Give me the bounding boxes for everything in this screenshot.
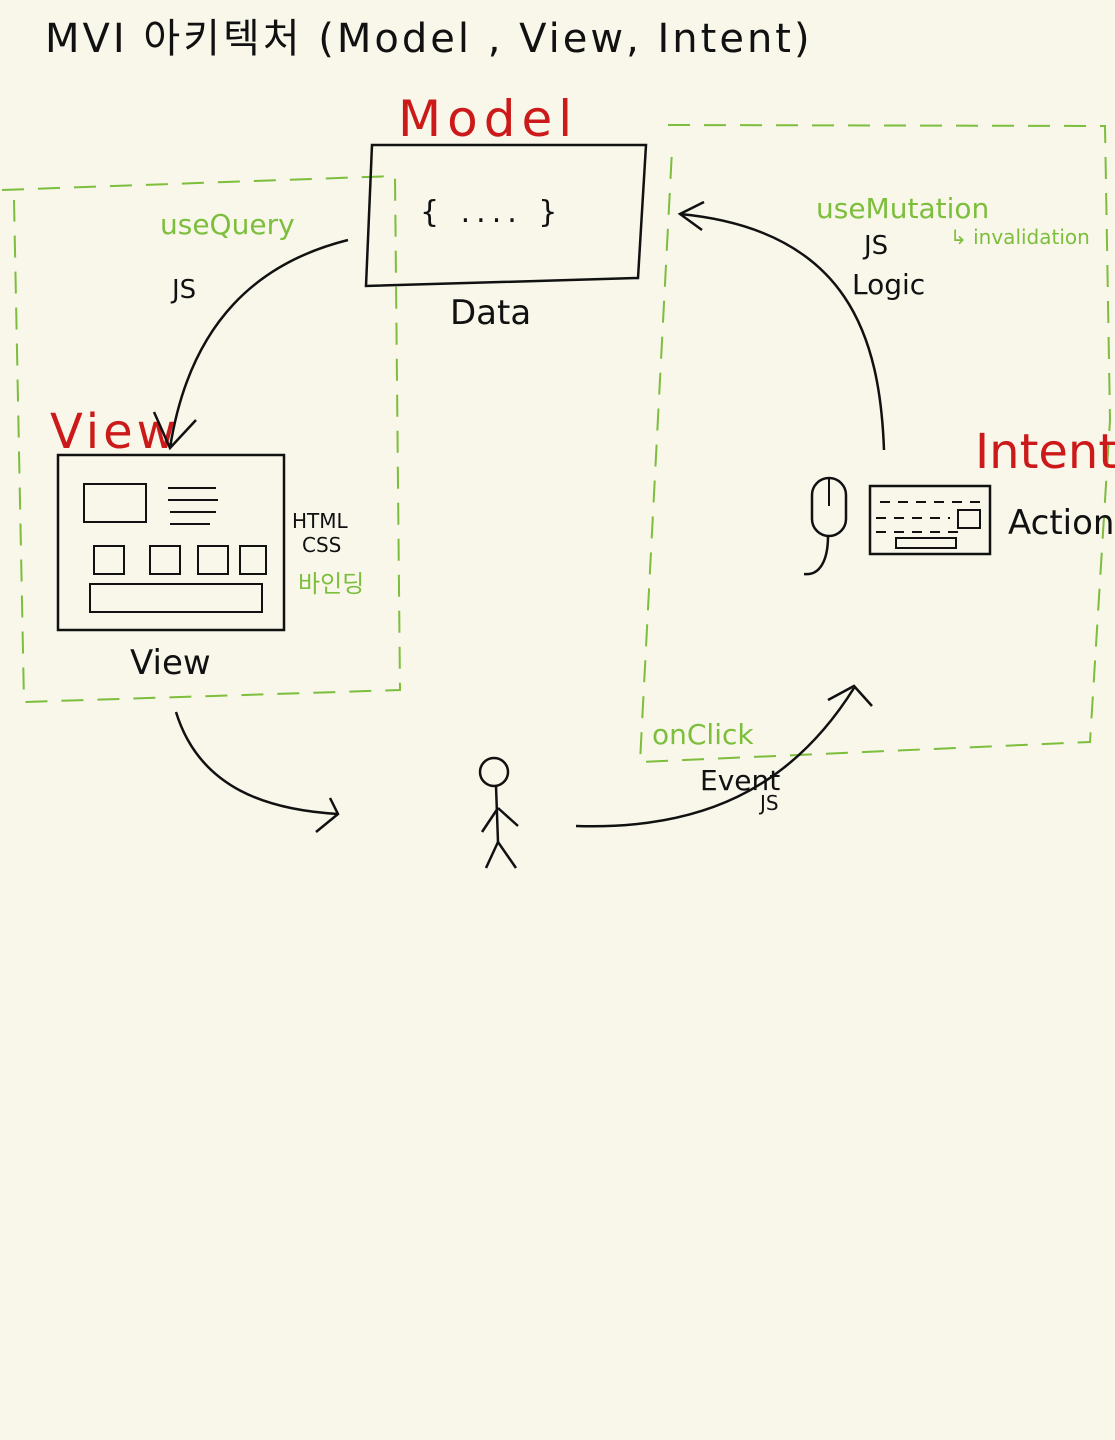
model-data-content: { .... }	[420, 195, 563, 230]
model-heading: Model	[398, 90, 578, 148]
mouse-icon	[803, 476, 848, 576]
label-event-lang: JS	[758, 791, 779, 815]
intent-form-sketch	[868, 484, 992, 556]
view-tech-binding: 바인딩	[298, 570, 364, 598]
model-data-box	[364, 143, 648, 288]
intent-action-label: Action	[1008, 503, 1114, 543]
arrow-view-to-user-head	[315, 797, 340, 833]
arrow-model-to-view	[168, 238, 349, 449]
arrow-user-to-intent-head	[827, 684, 873, 707]
arrow-intent-to-model-head	[677, 200, 705, 232]
view-region-border	[1, 174, 402, 704]
label-usemutation: useMutation	[816, 192, 989, 225]
label-mutation-lang: JS	[862, 231, 888, 261]
intent-region-border	[638, 124, 1112, 764]
view-tech-css: CSS	[302, 533, 341, 557]
user-icon	[478, 756, 519, 869]
label-event: Event	[700, 764, 780, 797]
arrow-model-to-view-head	[152, 411, 197, 451]
diagram-title: MVI 아키텍처 (Model , View, Intent)	[45, 16, 813, 62]
view-heading: View	[50, 404, 180, 460]
model-caption: Data	[450, 293, 531, 333]
arrow-view-to-user	[174, 711, 339, 816]
label-invalidation: ↳ invalidation	[950, 225, 1090, 249]
label-query-lang: JS	[170, 275, 196, 305]
intent-heading: Intent	[975, 424, 1115, 480]
arrow-user-to-intent	[575, 687, 856, 828]
arrow-intent-to-model	[679, 212, 886, 451]
label-onclick: onClick	[652, 718, 754, 751]
view-caption: View	[130, 643, 211, 683]
label-mutation-kind: Logic	[852, 268, 925, 301]
view-tech-html: HTML	[292, 509, 349, 533]
view-screen-sketch	[56, 453, 286, 632]
label-usequery: useQuery	[160, 208, 295, 241]
